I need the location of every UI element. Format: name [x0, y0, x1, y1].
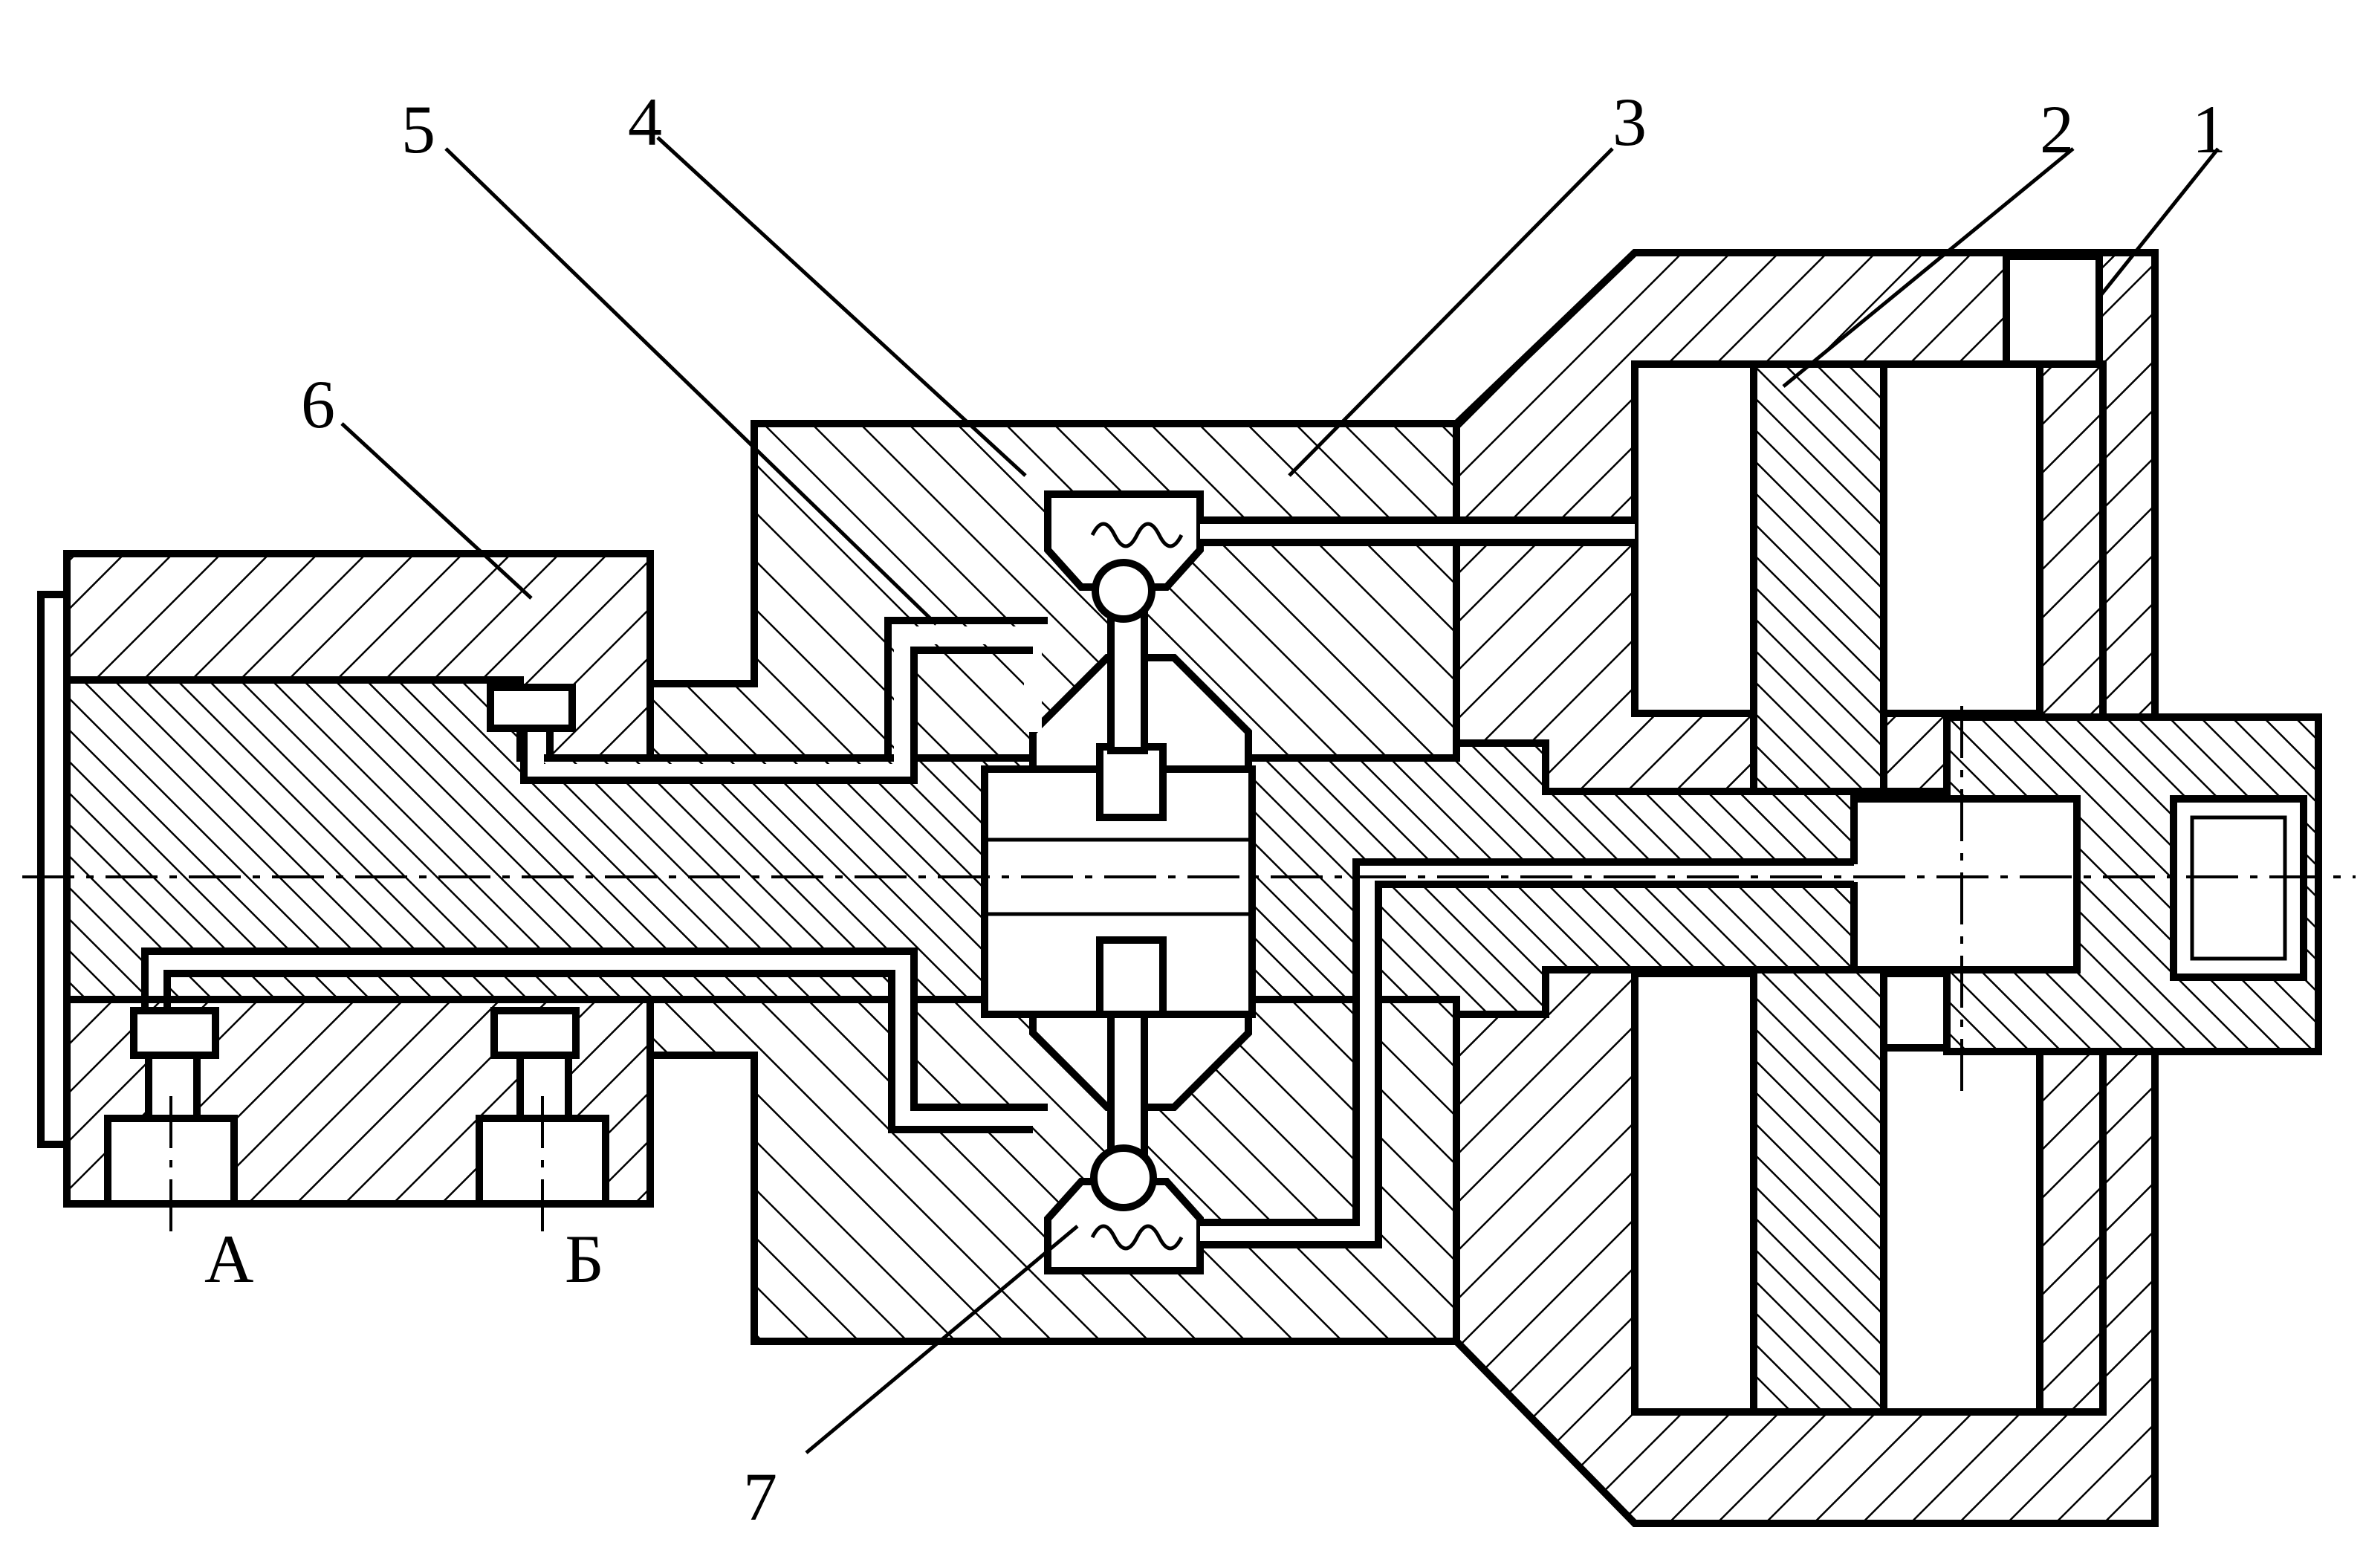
center-lines	[22, 706, 2356, 1237]
upper-ball	[1092, 559, 1155, 623]
lower-check-valve	[1044, 1144, 1204, 1274]
callout-2: 2	[2040, 91, 2074, 167]
lower-stem	[1107, 1011, 1148, 1167]
callout-1: 1	[2192, 91, 2226, 167]
groove-upper	[487, 684, 576, 732]
upper-check-valve	[1044, 490, 1204, 623]
callout-6: 6	[301, 366, 335, 442]
callout-3: 3	[1612, 84, 1647, 160]
callout-4: 4	[628, 84, 662, 160]
port-a-channel	[145, 1052, 201, 1122]
lower-ball	[1090, 1144, 1157, 1211]
valve-chamber	[981, 606, 1256, 1167]
port-a-label: А	[204, 1221, 253, 1297]
lower-rear-chamber	[1880, 1044, 2051, 1416]
upper-stem	[1107, 606, 1148, 754]
end-socket	[2170, 795, 2307, 981]
callout-7: 7	[743, 1459, 777, 1535]
groove-b	[490, 1007, 580, 1059]
port-b-channel	[516, 1052, 572, 1122]
callout-labels: 1 2 3 4 5 6 7 А Б	[204, 84, 2226, 1535]
upper-stem-block	[1096, 743, 1167, 821]
lower-stem-block	[1096, 936, 1167, 1018]
callout-5: 5	[401, 91, 435, 167]
leader-lines	[340, 136, 2220, 1454]
part-1-cap	[2003, 253, 2103, 368]
shaft-bore	[1850, 795, 2081, 973]
port-b-label: Б	[565, 1221, 604, 1297]
upper-rear-chamber	[1880, 360, 2051, 717]
groove-a	[130, 1007, 219, 1059]
left-end-plate	[37, 591, 71, 1148]
